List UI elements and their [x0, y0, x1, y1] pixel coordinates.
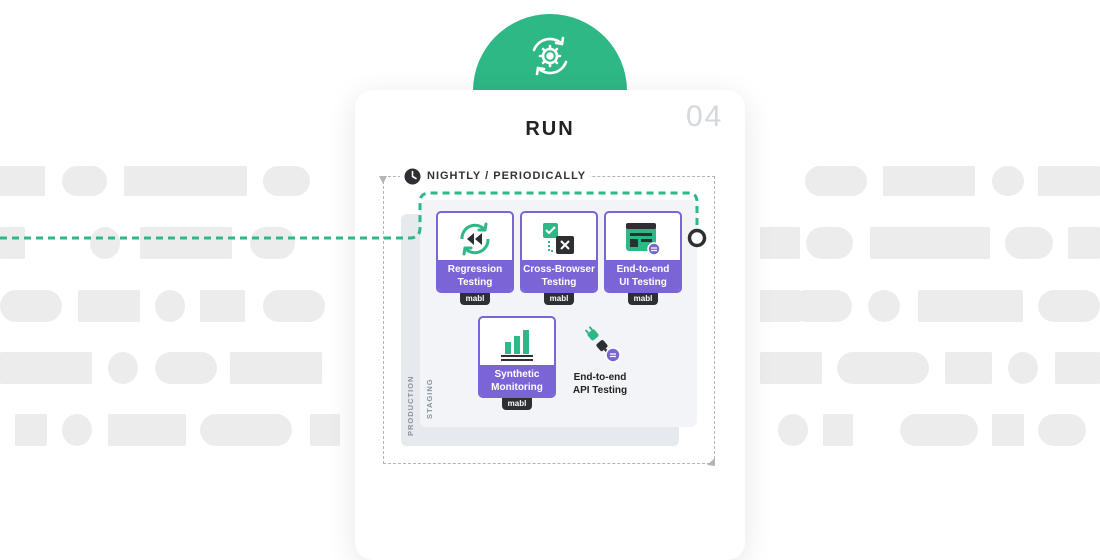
background-shape [760, 352, 822, 384]
stage-number: 04 [686, 100, 724, 133]
mabl-tag: mabl [544, 293, 574, 305]
background-shape [823, 414, 853, 446]
background-shape [0, 290, 62, 322]
background-shape [200, 414, 292, 446]
background-shape [250, 227, 295, 259]
background-shape [945, 352, 992, 384]
background-shape [837, 352, 929, 384]
loop-end-node [687, 228, 707, 248]
mabl-tag: mabl [460, 293, 490, 305]
background-shape [900, 414, 978, 446]
background-shape [790, 290, 852, 322]
background-shape [263, 166, 310, 196]
plug-connector-icon [584, 326, 621, 363]
browser-check-icon [522, 217, 596, 261]
background-shape [1008, 352, 1038, 384]
rewind-sync-icon [438, 217, 512, 261]
background-shape [155, 290, 185, 322]
background-shape [918, 290, 1023, 322]
ui-window-icon [606, 217, 680, 261]
frame-arrow-corner [707, 458, 715, 466]
background-shape [1055, 352, 1100, 384]
stage-title: RUN [525, 118, 575, 140]
background-shape [263, 290, 325, 322]
background-shape [108, 352, 138, 384]
mabl-tag: mabl [502, 398, 532, 410]
background-shape [0, 166, 45, 196]
background-shape [0, 227, 25, 259]
frame-arrow-up [379, 176, 387, 184]
schedule-label: NIGHTLY / PERIODICALLY [427, 170, 587, 182]
bar-chart-icon [480, 322, 554, 366]
background-shape [310, 414, 340, 446]
background-shape [806, 227, 853, 259]
background-shape [760, 227, 800, 259]
background-shape [124, 166, 247, 196]
background-shape [870, 227, 990, 259]
background-shape [108, 414, 186, 446]
background-shape [805, 166, 867, 196]
background-shape [1038, 166, 1100, 196]
background-shape [883, 166, 975, 196]
background-shape [155, 352, 217, 384]
background-shape [90, 227, 120, 259]
background-shape [1068, 227, 1100, 259]
schedule-header: NIGHTLY / PERIODICALLY [400, 166, 591, 186]
clock-icon [404, 168, 421, 184]
background-shape [1038, 414, 1086, 446]
background-shape [992, 166, 1024, 196]
background-shape [868, 290, 900, 322]
background-shape [230, 352, 322, 384]
mabl-tag: mabl [628, 293, 658, 305]
gear-sync-icon [532, 36, 568, 76]
background-shape [1005, 227, 1053, 259]
background-shape [140, 227, 232, 259]
background-shape [78, 290, 140, 322]
background-shape [15, 414, 47, 446]
background-shape [1038, 290, 1100, 322]
run-loop-line [0, 191, 699, 240]
background-shape [0, 352, 92, 384]
background-shape [200, 290, 245, 322]
background-shape [62, 166, 107, 196]
background-shape [992, 414, 1024, 446]
background-shape [62, 414, 92, 446]
background-shape [778, 414, 808, 446]
